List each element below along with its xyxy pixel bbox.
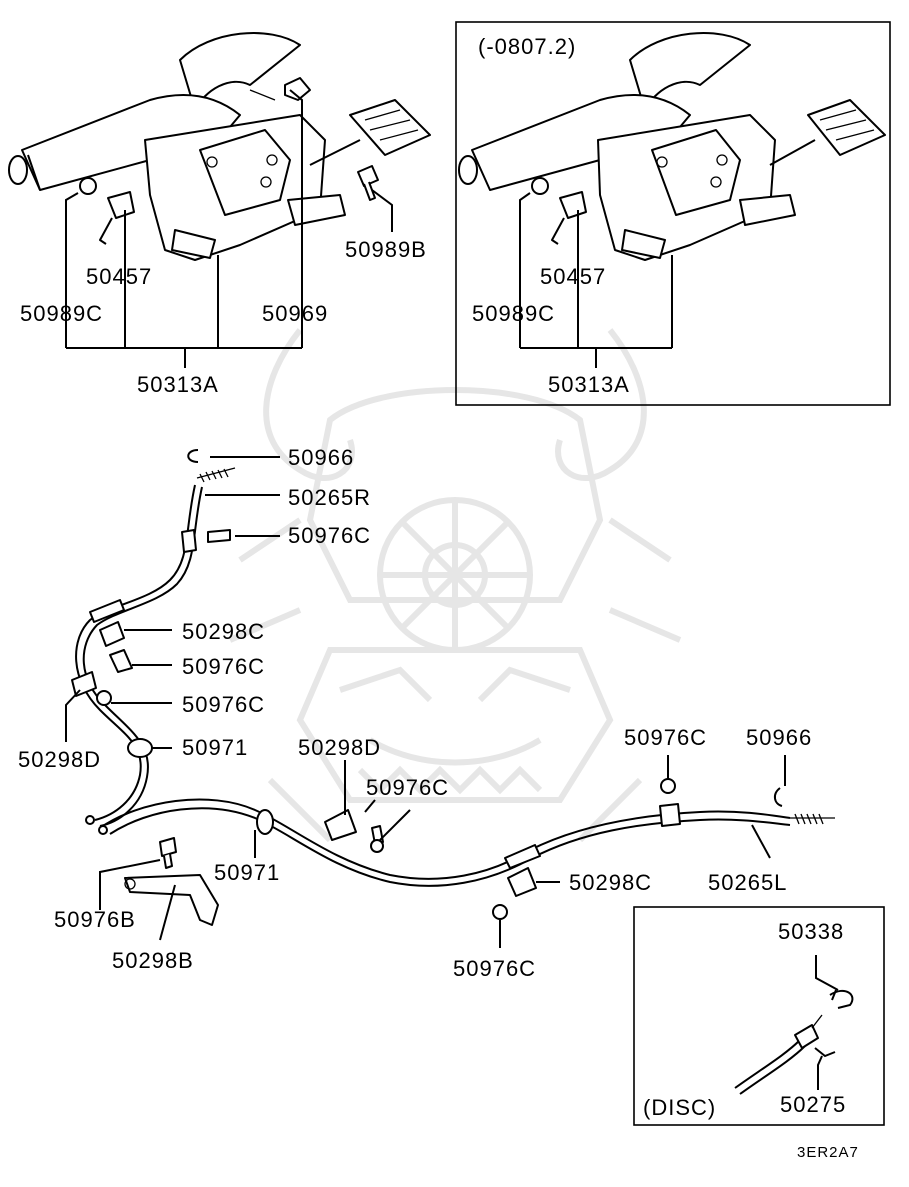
nut-icon <box>79 177 97 195</box>
bracket-icon <box>99 191 135 245</box>
part-label-50265r: 50265R <box>288 485 371 510</box>
part-label-50989c-inset: 50989C <box>472 301 555 326</box>
part-label-50298c-b: 50298C <box>569 870 652 895</box>
part-label-50313a-inset: 50313A <box>548 372 630 397</box>
bracket-icon <box>659 803 681 827</box>
part-label-50969: 50969 <box>262 301 328 326</box>
part-label-50976c-a: 50976C <box>288 523 371 548</box>
bracket-icon <box>124 874 219 926</box>
inset-frame-disc <box>633 906 885 1126</box>
part-label-50976c-d: 50976C <box>366 775 449 800</box>
part-label-50976c-e: 50976C <box>624 725 707 750</box>
nut-icon <box>284 77 311 101</box>
parking-brake-lever-assembly <box>8 32 431 368</box>
bolt-icon <box>96 529 231 706</box>
part-label-50298d-b: 50298D <box>298 735 381 760</box>
bracket-icon <box>551 191 587 245</box>
bolt-icon <box>357 165 379 201</box>
part-label-50976b: 50976B <box>54 907 136 932</box>
part-label-50976c-f: 50976C <box>453 956 536 981</box>
part-label-50976c-b: 50976C <box>182 654 265 679</box>
disc-brake-cable-end <box>734 955 854 1095</box>
part-label-50457-inset: 50457 <box>540 264 606 289</box>
bolt-icon <box>109 649 133 673</box>
part-label-50338: 50338 <box>778 919 844 944</box>
bolt-icon <box>159 837 177 869</box>
part-label-50966-bottom: 50966 <box>746 725 812 750</box>
bracket-icon <box>71 671 97 697</box>
clamp-icon <box>99 621 125 647</box>
part-label-50275: 50275 <box>780 1092 846 1117</box>
clip-icon <box>774 787 783 807</box>
part-label-50298d-a: 50298D <box>18 747 101 772</box>
part-label-50989c: 50989C <box>20 301 103 326</box>
part-label-50313a: 50313A <box>137 372 219 397</box>
inset-condition-label: (-0807.2) <box>478 34 576 59</box>
clip-icon <box>187 449 199 463</box>
part-label-50457: 50457 <box>86 264 152 289</box>
part-label-50265l: 50265L <box>708 870 787 895</box>
part-label-50971-a: 50971 <box>182 735 248 760</box>
part-label-50298b: 50298B <box>112 948 194 973</box>
inset-frame-early-model <box>455 21 891 406</box>
part-label-50989b: 50989B <box>345 237 427 262</box>
part-label-50298c-a: 50298C <box>182 619 265 644</box>
clamp-icon <box>324 809 357 841</box>
drawing-code: 3ER2A7 <box>797 1144 859 1161</box>
inset-condition-disc: (DISC) <box>643 1095 716 1120</box>
nut-icon <box>531 177 549 195</box>
cable-assembly <box>65 449 835 948</box>
part-label-50966-top: 50966 <box>288 445 354 470</box>
parking-brake-lever-assembly-inset <box>458 32 886 368</box>
watermark-emblem <box>228 328 682 843</box>
part-label-50976c-c: 50976C <box>182 692 265 717</box>
clamp-icon <box>507 867 537 897</box>
part-label-50971-b: 50971 <box>214 860 280 885</box>
spring-clip-icon <box>814 1047 836 1058</box>
clip-icon <box>829 989 854 1009</box>
